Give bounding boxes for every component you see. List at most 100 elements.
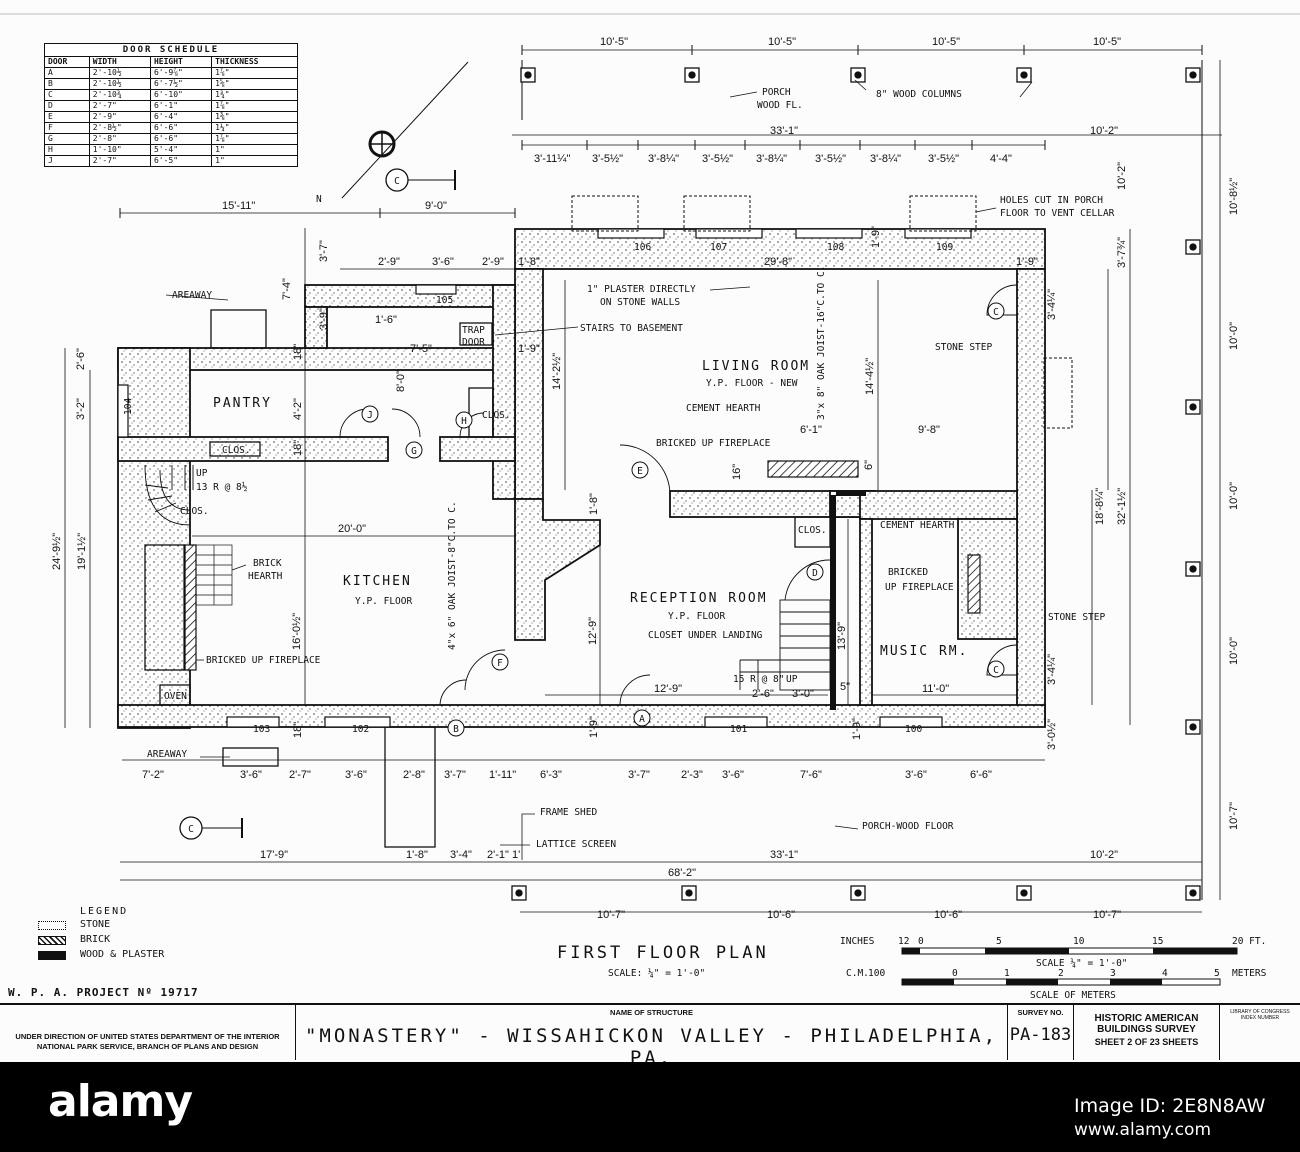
svg-text:3'-7": 3'-7" [318, 240, 330, 262]
svg-text:Y.P. FLOOR: Y.P. FLOOR [668, 611, 725, 622]
table-cell: 6'-1" [149, 100, 213, 112]
svg-text:18": 18" [292, 722, 304, 738]
svg-text:104: 104 [123, 398, 134, 415]
svg-text:6": 6" [863, 460, 875, 470]
table-cell: C [44, 89, 90, 101]
svg-text:1'-8": 1'-8" [518, 256, 540, 268]
svg-text:7'-5": 7'-5" [410, 343, 432, 355]
svg-text:UP: UP [786, 674, 798, 685]
svg-text:3'-0": 3'-0" [792, 688, 814, 700]
door-B: B [447, 719, 465, 737]
door-H: H [455, 411, 473, 429]
svg-text:68'-2": 68'-2" [668, 867, 696, 879]
table-cell: A [44, 67, 90, 79]
door-schedule-title: DOOR SCHEDULE [44, 43, 298, 56]
svg-text:1: 1 [1004, 968, 1010, 979]
svg-text:Y.P. FLOOR - NEW: Y.P. FLOOR - NEW [706, 378, 798, 389]
svg-text:9'-8": 9'-8" [918, 424, 940, 436]
music-room-label: MUSIC RM. [880, 644, 968, 659]
svg-text:METERS: METERS [1232, 968, 1267, 979]
svg-text:7'-2": 7'-2" [142, 769, 164, 781]
svg-text:4: 4 [1162, 968, 1168, 979]
svg-text:3'-7": 3'-7" [444, 769, 466, 781]
svg-text:2'-6": 2'-6" [75, 348, 87, 370]
door-schedule-header: DOOR WIDTH HEIGHT THICKNESS [44, 56, 298, 68]
svg-text:4'-4": 4'-4" [990, 153, 1012, 165]
svg-text:1'-11": 1'-11" [489, 769, 516, 781]
svg-text:13 R @ 8½: 13 R @ 8½ [196, 482, 248, 493]
table-cell: 2'-7" [88, 155, 151, 167]
legend-title: LEGEND [80, 906, 129, 917]
svg-text:10'-5": 10'-5" [932, 36, 960, 48]
svg-text:A: A [639, 714, 645, 725]
svg-text:AREAWAY: AREAWAY [172, 290, 212, 301]
svg-text:1'-8": 1'-8" [406, 849, 428, 861]
svg-text:7'-4": 7'-4" [281, 278, 293, 300]
door-A: A [633, 709, 651, 727]
svg-text:100: 100 [868, 968, 885, 979]
svg-text:BRICKED UP FIREPLACE: BRICKED UP FIREPLACE [206, 655, 321, 666]
svg-text:1'-8": 1'-8" [588, 493, 600, 515]
svg-text:FRAME SHED: FRAME SHED [540, 807, 597, 818]
svg-text:10: 10 [1073, 936, 1085, 947]
svg-text:BRICKED UP FIREPLACE: BRICKED UP FIREPLACE [656, 438, 771, 449]
svg-text:CEMENT HEARTH: CEMENT HEARTH [880, 520, 955, 531]
watermark-bar [0, 1062, 1300, 1152]
svg-text:10'-0": 10'-0" [1228, 322, 1240, 350]
svg-text:Y.P. FLOOR: Y.P. FLOOR [355, 596, 412, 607]
svg-text:SCALE: ¼" = 1'-0": SCALE: ¼" = 1'-0" [608, 968, 705, 979]
svg-text:3'-7¾": 3'-7¾" [1116, 237, 1128, 268]
door-E: E [631, 461, 649, 479]
svg-text:3'-5½": 3'-5½" [592, 153, 623, 165]
svg-text:20 FT.: 20 FT. [1232, 936, 1266, 947]
svg-text:102: 102 [352, 724, 369, 735]
pantry-label: PANTRY [213, 396, 272, 411]
svg-text:1'-6": 1'-6" [375, 314, 397, 326]
svg-text:1'-9": 1'-9" [518, 343, 540, 355]
floor-plan-drawing: A B C C D E F G H J 106 107 108 109 105 … [0, 13, 1300, 1001]
svg-text:10'-5": 10'-5" [600, 36, 628, 48]
table-cell: J [44, 155, 90, 167]
svg-text:BRICKED: BRICKED [888, 567, 928, 578]
svg-text:100: 100 [905, 724, 922, 735]
living-room-label: LIVING ROOM [702, 359, 810, 374]
svg-text:HOLES CUT IN PORCH: HOLES CUT IN PORCH [1000, 195, 1103, 206]
svg-text:PORCH-WOOD FLOOR: PORCH-WOOD FLOOR [862, 821, 954, 832]
svg-text:3'-0½": 3'-0½" [1046, 719, 1058, 750]
svg-text:H: H [461, 416, 467, 427]
svg-text:8" WOOD COLUMNS: 8" WOOD COLUMNS [876, 89, 962, 100]
svg-text:2'-6": 2'-6" [752, 688, 774, 700]
svg-text:106: 106 [634, 242, 651, 253]
svg-text:2'-7": 2'-7" [289, 769, 311, 781]
svg-text:3'-4": 3'-4" [450, 849, 472, 861]
svg-text:PORCH: PORCH [762, 87, 791, 98]
svg-text:CLOS.: CLOS. [222, 445, 251, 456]
svg-text:8'-0": 8'-0" [395, 370, 407, 392]
svg-text:2'-8": 2'-8" [403, 769, 425, 781]
title-block: UNDER DIRECTION OF UNITED STATES DEPARTM… [0, 1003, 1300, 1069]
living-fireplace-brick [767, 460, 859, 478]
title-block-habs: HISTORIC AMERICAN BUILDINGS SURVEY SHEET… [1074, 1005, 1220, 1060]
svg-text:FIRST FLOOR PLAN: FIRST FLOOR PLAN [557, 943, 769, 963]
table-cell: 6'-7½" [149, 78, 213, 90]
table-cell: 2'-10¾ [88, 89, 151, 101]
svg-text:3'-6": 3'-6" [432, 256, 454, 268]
svg-text:3'-4¼": 3'-4¼" [1046, 289, 1058, 320]
table-cell: 1⅝" [211, 78, 298, 90]
svg-text:FLOOR TO VENT CELLAR: FLOOR TO VENT CELLAR [1000, 208, 1115, 219]
svg-text:5: 5 [996, 936, 1002, 947]
table-cell: 6'-5" [149, 155, 213, 167]
svg-text:10'-2": 10'-2" [1116, 162, 1128, 190]
bottom-dimensions: 7'-2" 3'-6" 2'-7" 3'-6" 2'-8" 3'-7" 1'-1… [142, 769, 1121, 921]
svg-text:101: 101 [730, 724, 747, 735]
image-id: Image ID: 2E8N8AW [1074, 1095, 1266, 1117]
col-door: DOOR [44, 56, 90, 68]
table-cell: B [44, 78, 90, 90]
table-cell: G [44, 133, 90, 145]
svg-text:J: J [367, 410, 373, 421]
svg-text:LATTICE SCREEN: LATTICE SCREEN [536, 839, 616, 850]
svg-text:108: 108 [827, 242, 844, 253]
